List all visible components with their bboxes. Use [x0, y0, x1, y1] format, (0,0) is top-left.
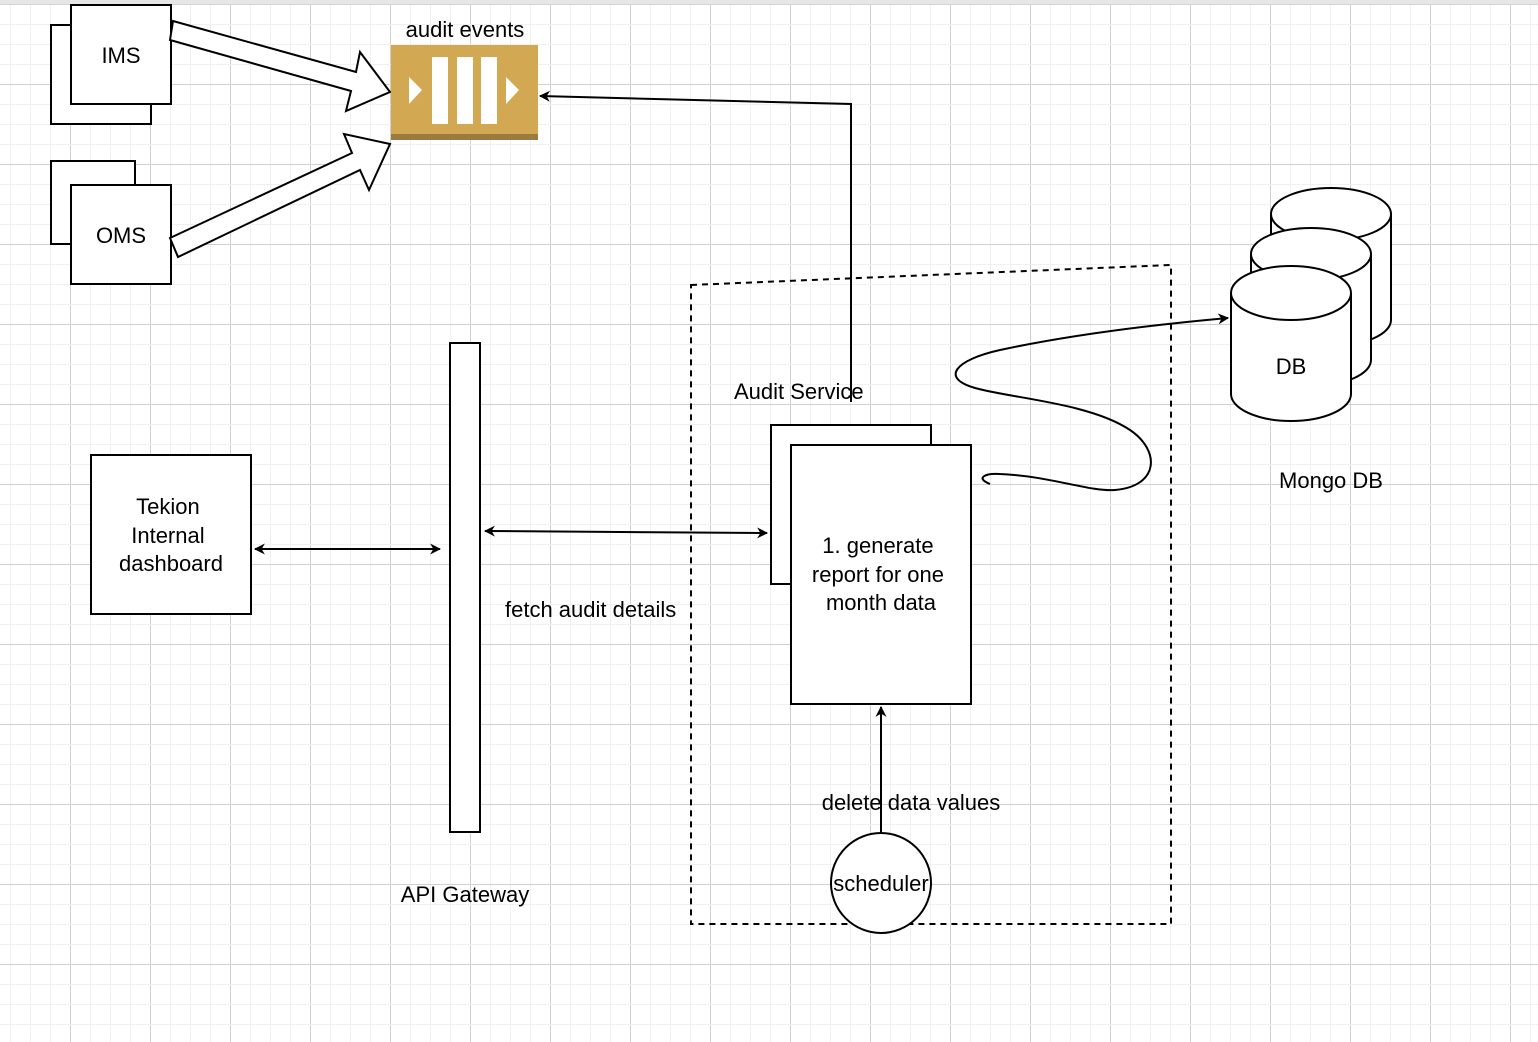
ims-box[interactable] [70, 4, 172, 105]
dashboard-node[interactable]: Tekion Internal dashboard [90, 454, 252, 615]
ims-label: IMS [101, 43, 140, 68]
message-queue-icon [391, 45, 538, 140]
mongo-db-caption: Mongo DB [1279, 468, 1383, 493]
ims-node[interactable]: IMS [50, 4, 172, 125]
oms-label: OMS [96, 223, 146, 248]
scheduler-label: scheduler [833, 871, 928, 896]
report-label: 1. generate report for one month data [812, 533, 950, 615]
dashboard-box[interactable] [90, 454, 252, 615]
scheduler-circle[interactable] [830, 832, 932, 934]
service-to-db-edge[interactable] [954, 313, 1230, 492]
ims-to-queue-arrow[interactable] [168, 19, 392, 113]
api-gateway-label: API Gateway [401, 882, 529, 907]
audit-service-container[interactable] [690, 263, 1172, 925]
gateway-service-edge[interactable] [483, 525, 769, 539]
api-gateway-bar[interactable] [449, 342, 481, 833]
canvas-top-border [0, 0, 1538, 5]
oms-node[interactable]: OMS [50, 160, 172, 285]
api-gateway-node[interactable]: API Gateway [401, 342, 529, 907]
queue-label: audit events [406, 17, 525, 42]
mongo-db-node[interactable]: DB Mongo DB [1230, 187, 1392, 493]
gateway-service-edge-label: fetch audit details [505, 597, 676, 622]
scheduler-node[interactable]: scheduler [830, 832, 932, 934]
oms-to-queue-arrow[interactable] [168, 132, 392, 259]
dashboard-label: Tekion Internal dashboard [119, 494, 223, 576]
audit-service-label: Audit Service [734, 379, 864, 404]
scheduler-report-edge-label: delete data values [822, 790, 1001, 815]
db-label: DB [1276, 354, 1307, 379]
audit-events-queue[interactable]: audit events [391, 17, 538, 140]
oms-box[interactable] [70, 184, 172, 285]
report-box[interactable] [790, 444, 972, 705]
db-cylinder-front[interactable] [1230, 265, 1352, 422]
report-node[interactable]: 1. generate report for one month data [770, 424, 972, 705]
service-to-queue-edge[interactable] [538, 90, 852, 402]
